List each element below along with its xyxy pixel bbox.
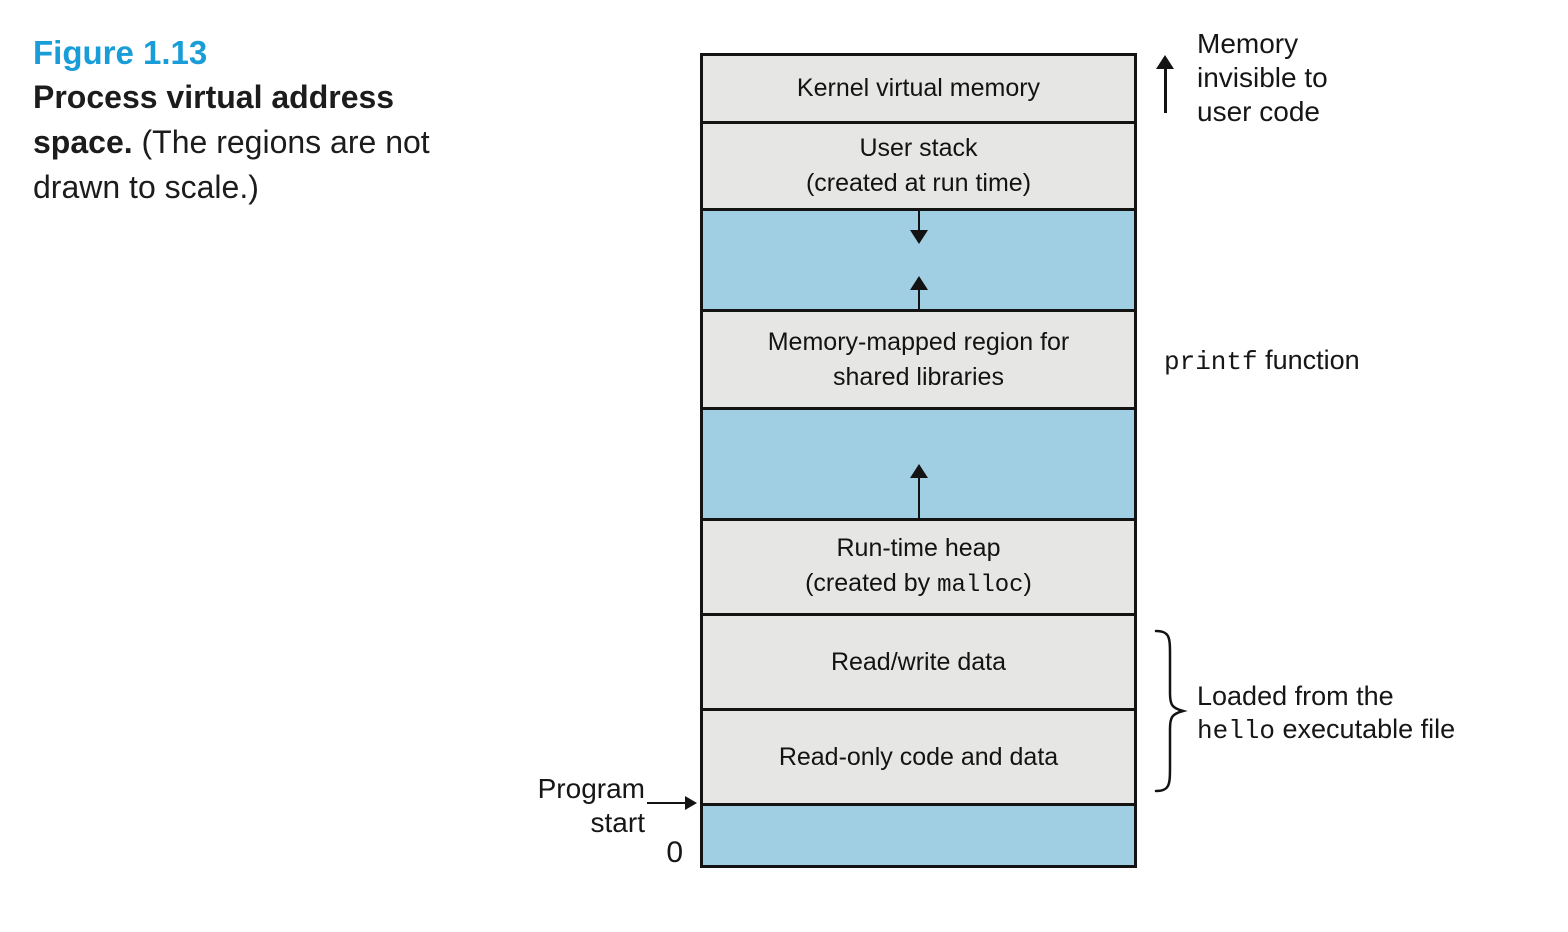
region-label: User stack (created at run time) [805, 134, 1032, 197]
region-label: Run-time heap (created by malloc) [805, 531, 1032, 603]
loaded-line2: hello executable file [1197, 713, 1455, 748]
figure-number: Figure 1.13 [33, 34, 208, 71]
figure-caption-text: Process virtual address space. (The regi… [33, 75, 478, 210]
region-stack-growth-gap [703, 208, 1134, 309]
region-read-only-code-data: Read-only code and data [703, 708, 1134, 803]
arrow-head [909, 230, 928, 244]
region-label: Kernel virtual memory [796, 74, 1041, 102]
program-start-label: Program start [537, 773, 645, 838]
region-heap-growth-gap [703, 407, 1134, 518]
stack-grows-down-arrow [909, 211, 928, 244]
arrow-head [909, 464, 928, 478]
loaded-line1: Loaded from the [1197, 681, 1394, 711]
address-space-column: Kernel virtual memory User stack (create… [700, 53, 1137, 868]
region-label: Memory-mapped region for shared librarie… [767, 327, 1070, 391]
printf-code: printf [1164, 347, 1258, 377]
arrow-head [685, 796, 697, 810]
origin-zero-label: 0 [666, 836, 683, 869]
hello-code: hello [1197, 716, 1276, 746]
memory-invisible-up-arrow [1156, 55, 1174, 113]
malloc-code: malloc [937, 572, 1024, 599]
region-kernel-virtual-memory: Kernel virtual memory [703, 56, 1134, 121]
figure-title: Process virtual address space. [33, 79, 395, 160]
heap-label-text: Run-time heap (created by [805, 534, 1001, 597]
loaded-brace [1154, 629, 1188, 793]
loaded-annotation: Loaded from the hello executable file [1197, 680, 1455, 748]
figure-caption: Figure 1.13 Process virtual address spac… [33, 30, 478, 210]
shared-region-grows-up-arrow [909, 276, 928, 309]
region-label: Read/write data [830, 647, 1007, 676]
arrow-shaft [917, 288, 920, 309]
arrow-shaft [917, 476, 920, 518]
memory-invisible-label: Memory invisible to user code [1197, 28, 1328, 127]
loaded-line2-rest: executable file [1275, 714, 1456, 744]
heap-grows-up-arrow [909, 464, 928, 518]
printf-annotation: printf function [1164, 343, 1360, 379]
region-label: Read-only code and data [778, 742, 1059, 771]
program-start-arrow [647, 795, 697, 811]
arrow-shaft [1164, 67, 1167, 113]
region-memory-mapped: Memory-mapped region for shared librarie… [703, 309, 1134, 407]
arrow-shaft [647, 802, 687, 804]
printf-label-rest: function [1257, 345, 1360, 375]
figure-subtitle: (The regions are not drawn to scale.) [33, 124, 430, 205]
region-runtime-heap: Run-time heap (created by malloc) [703, 518, 1134, 613]
region-user-stack: User stack (created at run time) [703, 121, 1134, 208]
arrow-shaft [917, 211, 920, 232]
heap-label-close: ) [1023, 569, 1032, 597]
region-unmapped-bottom [703, 803, 1134, 865]
region-read-write-data: Read/write data [703, 613, 1134, 708]
arrow-head [909, 276, 928, 290]
arrow-head [1156, 55, 1174, 69]
